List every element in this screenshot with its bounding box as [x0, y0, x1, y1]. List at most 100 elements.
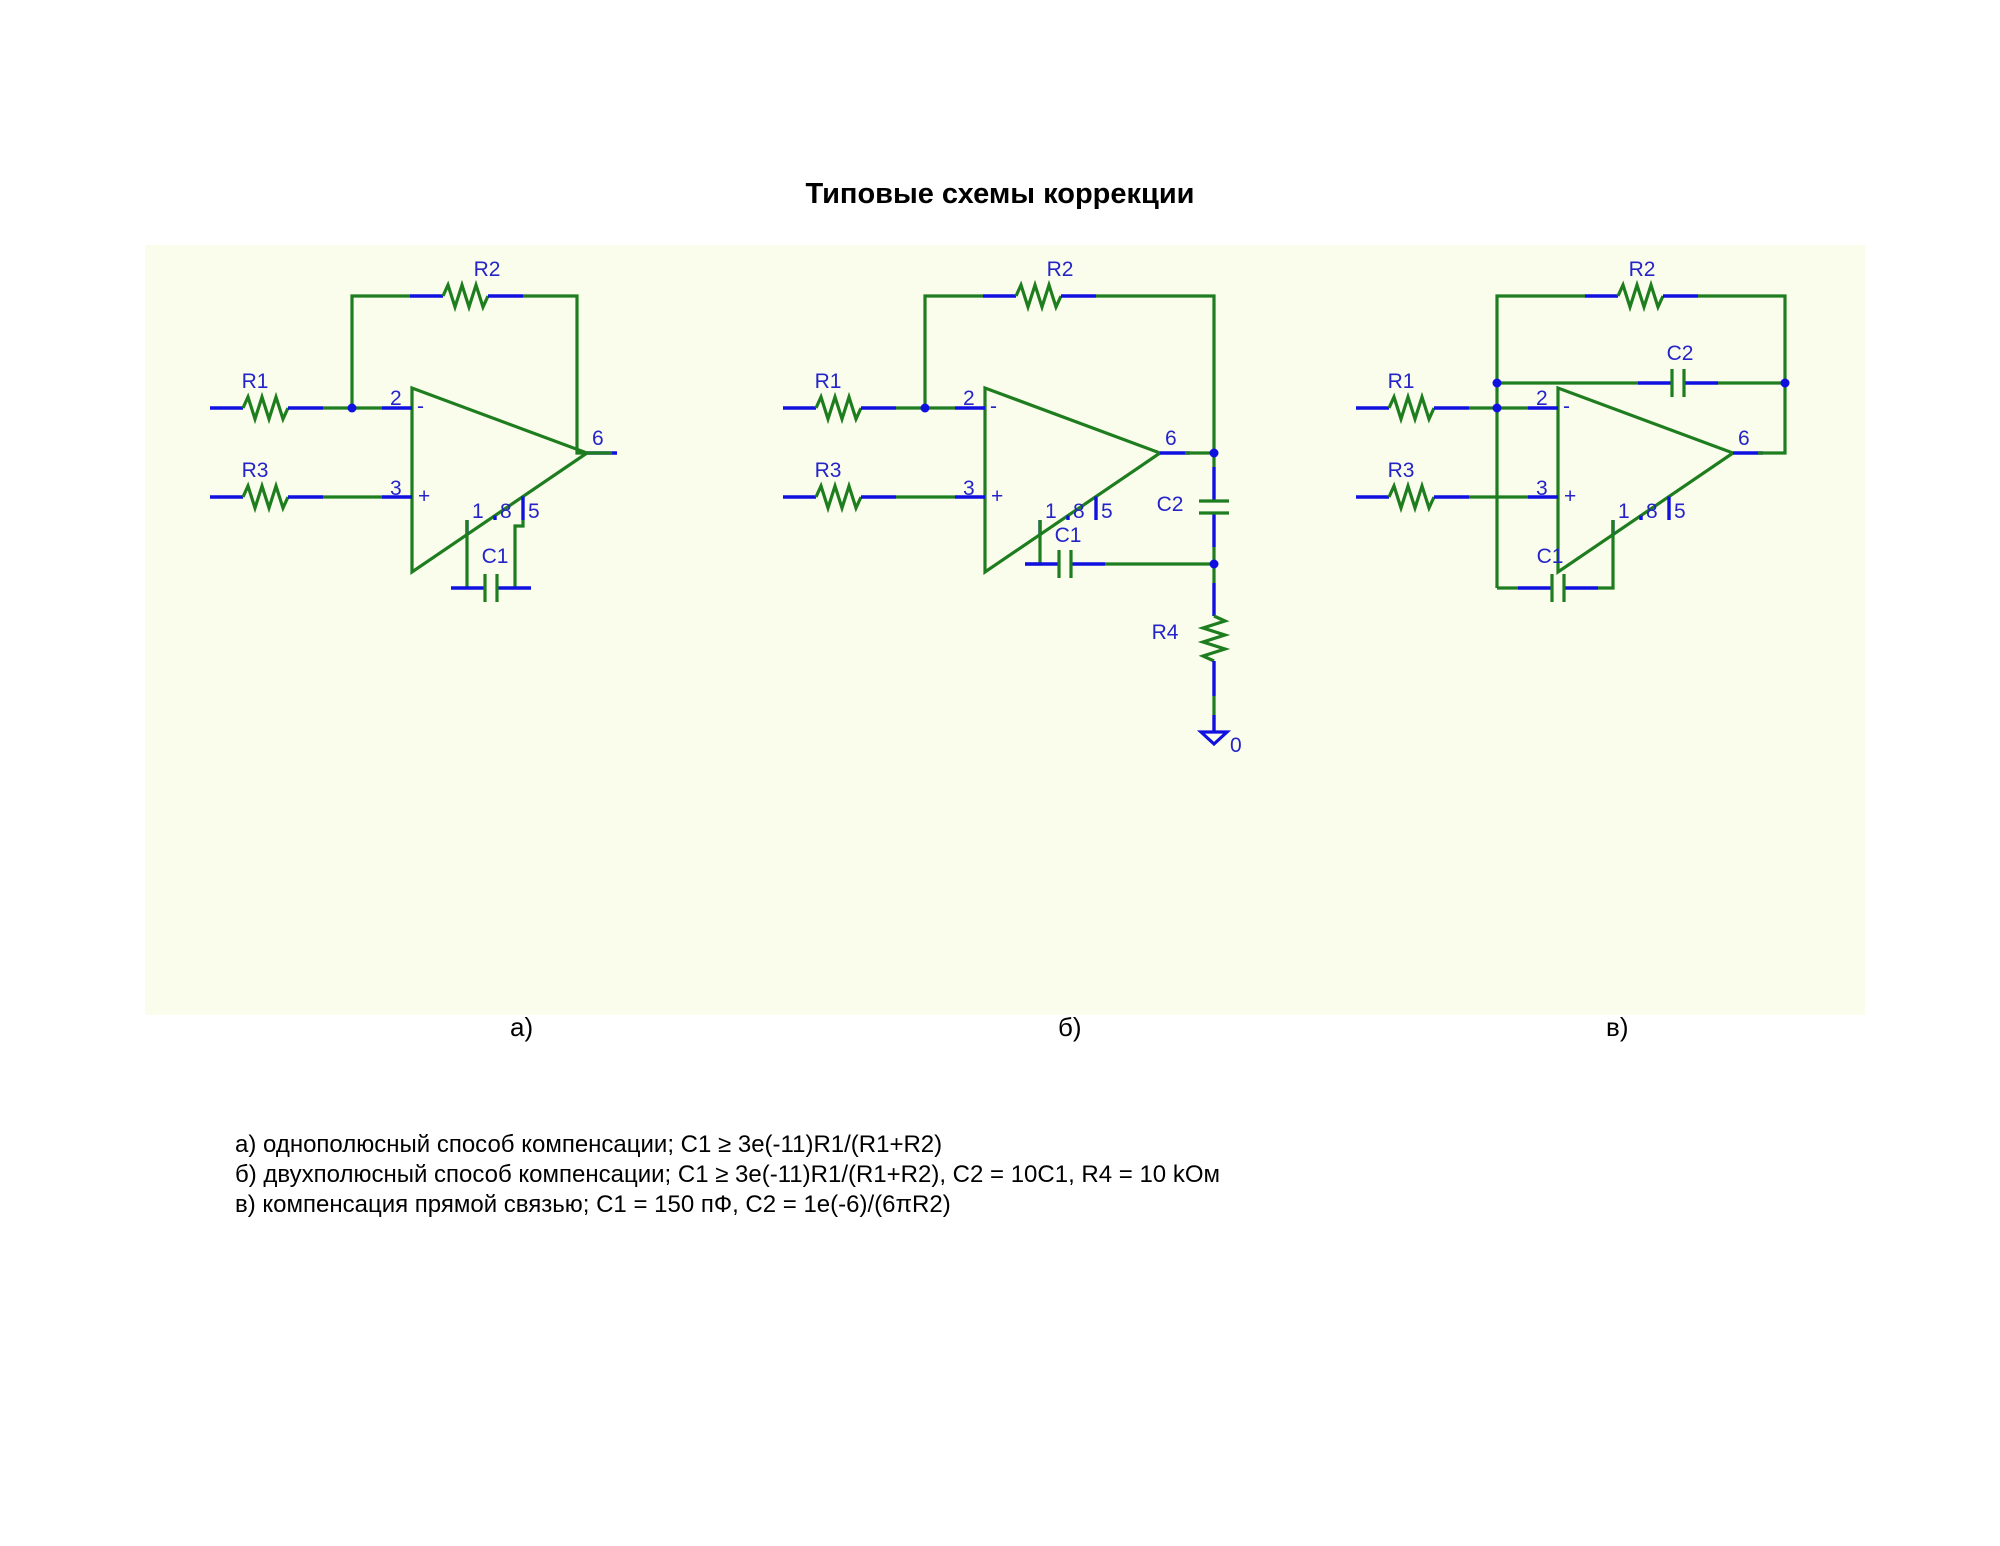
resistor-R2: [410, 279, 523, 313]
plus-sign: +: [1564, 485, 1576, 508]
pin-label-3: 3: [1536, 477, 1548, 500]
junction-dot: [1492, 378, 1502, 388]
pin-label-6: 6: [592, 427, 604, 450]
resistor-R4: [1197, 583, 1231, 696]
pin-label-1: 1: [1045, 500, 1057, 523]
resistor-R1: [210, 391, 323, 425]
pin-label-1: 1: [472, 500, 484, 523]
pin-label-8: 8: [500, 500, 512, 523]
wire: [1598, 520, 1615, 590]
resistor-zigzag: [441, 279, 490, 313]
label-R4: R4: [1152, 621, 1179, 644]
opamp-triangle: [983, 385, 1164, 576]
label-C1: C1: [1055, 524, 1082, 547]
pin-label-5: 5: [1674, 500, 1686, 523]
label-R3: R3: [242, 459, 269, 482]
wire: [1096, 294, 1216, 453]
resistor-zigzag: [1387, 391, 1436, 425]
label-R2: R2: [1047, 258, 1074, 281]
label-R1: R1: [815, 370, 842, 393]
resistor-R3: [1356, 480, 1469, 514]
opamp-triangle: [410, 385, 591, 576]
pin-label-6: 6: [1165, 427, 1177, 450]
pin-label-3: 3: [390, 477, 402, 500]
junction-dot: [1209, 448, 1219, 458]
pin-label-8: 8: [1073, 500, 1085, 523]
wire: [923, 294, 983, 408]
wire: [1495, 294, 1585, 588]
opamp-triangle: [1556, 385, 1737, 576]
pin-label-1: 1: [1618, 500, 1630, 523]
label-R3: R3: [815, 459, 842, 482]
notes-block: а) однополюсный способ компенсации; C1 ≥…: [235, 1130, 1220, 1220]
resistor-zigzag: [1197, 614, 1231, 663]
plus-sign: +: [418, 485, 430, 508]
pin-label-8: 8: [1646, 500, 1658, 523]
capacitor-C1: [451, 574, 531, 602]
pin-label-2: 2: [390, 387, 402, 410]
junction-dot: [347, 403, 357, 413]
junction-dot: [1492, 403, 1502, 413]
caption-a: а): [510, 1012, 534, 1042]
wire: [523, 294, 612, 455]
note-c: в) компенсация прямой связью; C1 = 150 п…: [235, 1191, 951, 1218]
label-R2: R2: [474, 258, 501, 281]
wire: [513, 520, 525, 588]
label-R1: R1: [242, 370, 269, 393]
resistor-zigzag: [241, 480, 290, 514]
note-a: а) однополюсный способ компенсации; C1 ≥…: [235, 1131, 943, 1158]
resistor-zigzag: [814, 391, 863, 425]
minus-sign: -: [417, 395, 424, 418]
resistor-zigzag: [1387, 480, 1436, 514]
resistor-R3: [210, 480, 323, 514]
pin-label-2: 2: [963, 387, 975, 410]
junction-dot: [1780, 378, 1790, 388]
resistor-R2: [1585, 279, 1698, 313]
pin-label-2: 2: [1536, 387, 1548, 410]
wire: [1698, 294, 1787, 455]
pin-label-5: 5: [528, 500, 540, 523]
label-C1: C1: [1537, 545, 1564, 568]
junction-dot: [1209, 559, 1219, 569]
resistor-R1: [1356, 391, 1469, 425]
caption-c: в): [1606, 1012, 1629, 1042]
resistor-zigzag: [1014, 279, 1063, 313]
junction-dot: [920, 403, 930, 413]
ground-icon: [1196, 730, 1232, 747]
capacitor-C2: [1199, 467, 1229, 547]
plus-sign: +: [991, 485, 1003, 508]
label-C2: C2: [1667, 342, 1694, 365]
resistor-R2: [983, 279, 1096, 313]
wire: [350, 294, 410, 408]
pin-label-6: 6: [1738, 427, 1750, 450]
capacitor-C1: [1025, 550, 1105, 578]
label-C1: C1: [482, 545, 509, 568]
label-R3: R3: [1388, 459, 1415, 482]
pin-label-3: 3: [963, 477, 975, 500]
page-title: Типовые схемы коррекции: [805, 178, 1195, 210]
resistor-zigzag: [241, 391, 290, 425]
resistor-zigzag: [1616, 279, 1665, 313]
minus-sign: -: [990, 395, 997, 418]
caption-b: б): [1058, 1012, 1082, 1042]
label-R2: R2: [1629, 258, 1656, 281]
resistor-R1: [783, 391, 896, 425]
note-b: б) двухполюсный способ компенсации; C1 ≥…: [235, 1161, 1220, 1188]
resistor-R3: [783, 480, 896, 514]
capacitor-C1: [1518, 574, 1598, 602]
ground-symbol: [1196, 715, 1232, 747]
label-C2: C2: [1157, 493, 1184, 516]
pin-label-5: 5: [1101, 500, 1113, 523]
minus-sign: -: [1563, 395, 1570, 418]
label-ground: 0: [1230, 734, 1242, 757]
resistor-zigzag: [814, 480, 863, 514]
capacitor-C2: [1638, 369, 1718, 397]
label-R1: R1: [1388, 370, 1415, 393]
